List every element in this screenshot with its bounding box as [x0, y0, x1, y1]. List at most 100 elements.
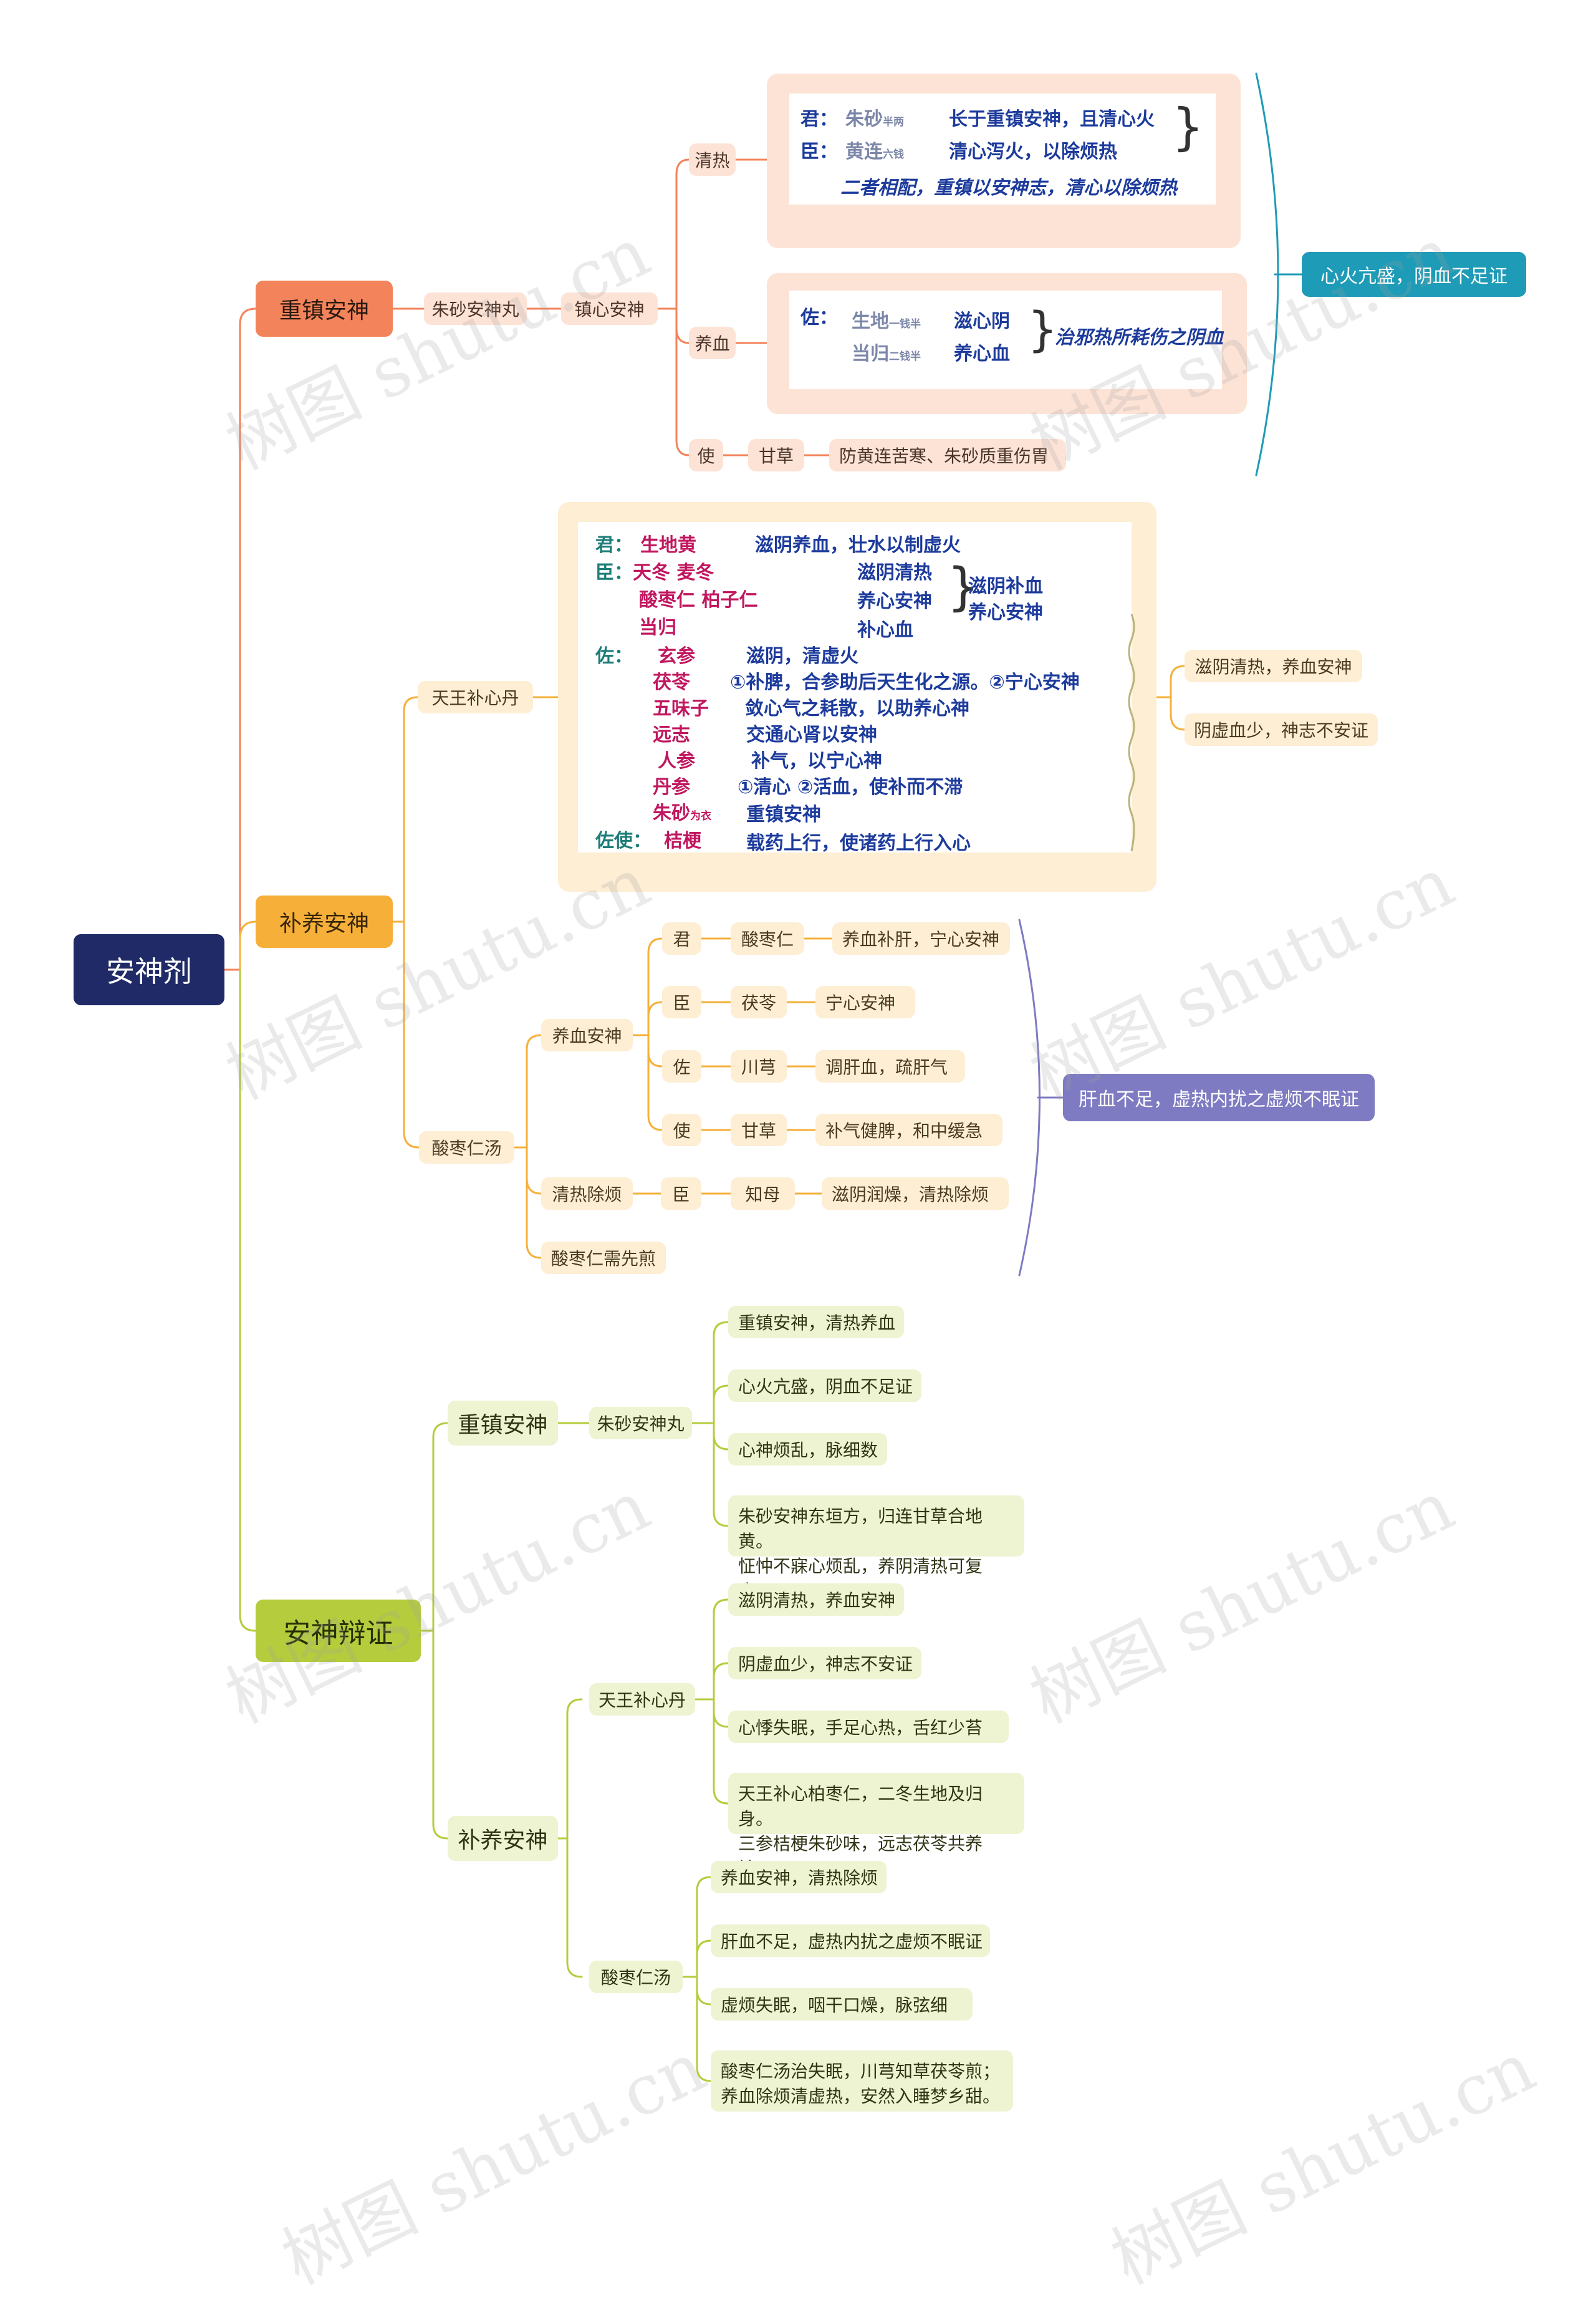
herb-gancao[interactable]: 甘草 [748, 439, 804, 471]
s3-suanzao-verse[interactable]: 酸枣仁汤治失眠，川芎知草茯苓煎； 养血除烦清虚热，安然入睡梦乡甜。 [711, 2050, 1013, 2112]
s3-suanzao-item-3[interactable]: 虚烦失眠，咽干口燥，脉弦细 [711, 1988, 973, 2021]
role-chen[interactable]: 臣 [662, 986, 701, 1018]
yuanzhi-effect: 交通心肾以安神 [746, 724, 877, 746]
label-zuoshi: 佐使： [595, 830, 651, 852]
s3-suanzao-item-1[interactable]: 养血安神，清热除烦 [711, 1861, 887, 1893]
s3-tianwang-item-3[interactable]: 心悸失眠，手足心热，舌红少苔 [728, 1711, 1009, 1743]
role-shi[interactable]: 使 [662, 1114, 701, 1146]
role-zuo[interactable]: 佐 [662, 1050, 701, 1083]
method-zhenxin-anshen[interactable]: 镇心安神 [561, 292, 658, 325]
shengdi-effect: 滋心阴 [954, 311, 1010, 332]
s3-zhusha-item-3[interactable]: 心神烦乱，脉细数 [728, 1433, 887, 1465]
branch-yangxue[interactable]: 养血 [689, 327, 736, 359]
label-jun: 君： [595, 534, 633, 556]
section1-indication[interactable]: 心火亢盛，阴血不足证 [1302, 252, 1526, 297]
label-jun: 君： [800, 109, 838, 130]
note-xianjian[interactable]: 酸枣仁需先煎 [541, 1242, 666, 1274]
chuanxiong-effect[interactable]: 调肝血，疏肝气 [815, 1050, 965, 1083]
section2-title[interactable]: 补养安神 [256, 896, 393, 948]
section3-title[interactable]: 安神辩证 [256, 1600, 421, 1662]
gancao-effect[interactable]: 防黄连苦寒、朱砂质重伤胃 [829, 439, 1066, 471]
herb-danggui: 当归 [639, 617, 676, 639]
danshen-effect: ①清心 ②活血，使补而不滞 [738, 776, 963, 798]
s3-formula-zhusha[interactable]: 朱砂安神丸 [589, 1407, 692, 1439]
jiegeng-effect: 载药上行，使诸药上行入心 [746, 833, 971, 854]
herb-shengdihuang: 生地黄 [640, 534, 696, 556]
danggui-effect: 养心血 [954, 343, 1010, 365]
chen-effect-3: 补心血 [857, 619, 913, 641]
s3-suanzao-item-2[interactable]: 肝血不足，虚热内扰之虚烦不眠证 [711, 1924, 990, 1957]
connector-lines [223, 72, 1303, 2082]
herb-danggui: 当归二钱半 [852, 343, 921, 365]
card-zuo-inner [789, 291, 1222, 389]
herb-wuweizi: 五味子 [653, 698, 709, 720]
herb-suanzaoren-baiziren: 酸枣仁 柏子仁 [639, 589, 758, 611]
zhimu-effect[interactable]: 滋阴润燥，清热除烦 [822, 1177, 1009, 1210]
branch-qingre-chufan[interactable]: 清热除烦 [541, 1177, 633, 1210]
herb-gancao[interactable]: 甘草 [731, 1114, 787, 1146]
shengdihuang-effect: 滋阴养血，壮水以制虚火 [755, 534, 961, 556]
tianwang-indication-2[interactable]: 阴虚血少，神志不安证 [1185, 713, 1378, 746]
chen-effect-2: 养心安神 [857, 591, 932, 612]
s3-formula-tianwang[interactable]: 天王补心丹 [589, 1683, 695, 1716]
s3-buyang-title[interactable]: 补养安神 [448, 1816, 558, 1861]
s3-tianwang-item-2[interactable]: 阴虚血少，神志不安证 [728, 1647, 921, 1679]
section1-title[interactable]: 重镇安神 [256, 281, 393, 337]
brace-right: } [1172, 98, 1204, 156]
wuweizi-effect: 敛心气之耗散，以助养心神 [745, 698, 969, 720]
root-node[interactable]: 安神剂 [74, 934, 224, 1005]
card-zuo: 佐： 生地一钱半 滋心阴 当归二钱半 养心血 } 治邪热所耗伤之阴血 [767, 273, 1247, 414]
branch-shi[interactable]: 使 [689, 439, 723, 471]
herb-zhimu[interactable]: 知母 [731, 1177, 795, 1210]
zhusha-effect: 长于重镇安神，且清心火 [949, 109, 1155, 130]
herb-renshen: 人参 [658, 750, 695, 772]
formula-tianwang-buxin-dan[interactable]: 天王补心丹 [418, 681, 533, 713]
label-zuo: 佐： [800, 307, 838, 329]
card2-summary: 治邪热所耗伤之阴血 [1055, 327, 1223, 349]
brace-right: } [1027, 301, 1058, 357]
herb-suanzaoren[interactable]: 酸枣仁 [731, 922, 804, 955]
formula-zhusha-anshen-wan[interactable]: 朱砂安神丸 [424, 292, 527, 325]
s3-formula-suanzao[interactable]: 酸枣仁汤 [589, 1961, 683, 1993]
label-chen: 臣： [595, 562, 633, 584]
herb-danshen: 丹参 [653, 776, 690, 798]
herb-tiandong-maidong: 天冬 麦冬 [633, 562, 714, 584]
role-chen-zhimu[interactable]: 臣 [661, 1177, 701, 1210]
chen-effect-1: 滋阴清热 [857, 562, 932, 584]
role-jun[interactable]: 君 [662, 922, 701, 955]
huanglian-effect: 清心泻火，以除烦热 [949, 141, 1117, 163]
branch-qingre[interactable]: 清热 [689, 143, 736, 176]
tianwang-indication-1[interactable]: 滋阴清热，养血安神 [1185, 650, 1362, 682]
gancao-effect[interactable]: 补气健脾，和中缓急 [815, 1114, 1002, 1146]
herb-yuanzhi: 远志 [653, 724, 690, 746]
herb-chuanxiong[interactable]: 川芎 [731, 1050, 787, 1083]
suanzaoren-effect[interactable]: 养血补肝，宁心安神 [832, 922, 1010, 955]
verse-line-2: 养血除烦清虚热，安然入睡梦乡甜。 [721, 2086, 1001, 2107]
s3-zhenzhen-title[interactable]: 重镇安神 [448, 1401, 558, 1446]
branch-yangxue-anshen[interactable]: 养血安神 [541, 1019, 633, 1051]
herb-fuling[interactable]: 茯苓 [731, 986, 787, 1018]
verse-line-1: 朱砂安神东垣方，归连甘草合地黄。 [738, 1506, 983, 1552]
label-zuo: 佐： [595, 645, 633, 667]
chen-summary-2: 养心安神 [968, 602, 1043, 624]
brace-right: } [947, 558, 980, 617]
s3-zhusha-verse[interactable]: 朱砂安神东垣方，归连甘草合地黄。 怔忡不寐心烦乱，养阴清热可复康。 [728, 1495, 1024, 1601]
card1-summary: 二者相配，重镇以安神志，清心以除烦热 [840, 177, 1177, 199]
suanzaoren-indication[interactable]: 肝血不足，虚热内扰之虚烦不眠证 [1063, 1074, 1375, 1121]
herb-fuling: 茯苓 [653, 672, 690, 693]
zhusha-effect: 重镇安神 [746, 804, 821, 826]
s3-tianwang-verse[interactable]: 天王补心柏枣仁，二冬生地及归身。 三参桔梗朱砂味，远志茯苓共养神。 [728, 1773, 1024, 1879]
fuling-effect[interactable]: 宁心安神 [815, 986, 915, 1018]
card-tianwang: 君： 生地黄 滋阴养血，壮水以制虚火 臣： 天冬 麦冬 酸枣仁 柏子仁 当归 滋… [558, 502, 1156, 892]
s3-tianwang-item-1[interactable]: 滋阴清热，养血安神 [728, 1583, 904, 1616]
label-chen: 臣： [800, 141, 838, 163]
formula-suanzaoren-tang[interactable]: 酸枣仁汤 [419, 1131, 514, 1164]
herb-zhusha: 朱砂为衣 [653, 803, 711, 824]
s3-zhusha-item-1[interactable]: 重镇安神，清热养血 [728, 1306, 904, 1338]
herb-shengdi: 生地一钱半 [852, 311, 921, 332]
card-tianwang-inner [578, 522, 1132, 852]
fuling-effect: ①补脾，合参助后天生化之源。②宁心安神 [730, 672, 1080, 693]
card-jun-chen-inner [789, 94, 1216, 205]
s3-zhusha-item-2[interactable]: 心火亢盛，阴血不足证 [728, 1369, 921, 1402]
verse-line-1: 天王补心柏枣仁，二冬生地及归身。 [738, 1784, 983, 1829]
